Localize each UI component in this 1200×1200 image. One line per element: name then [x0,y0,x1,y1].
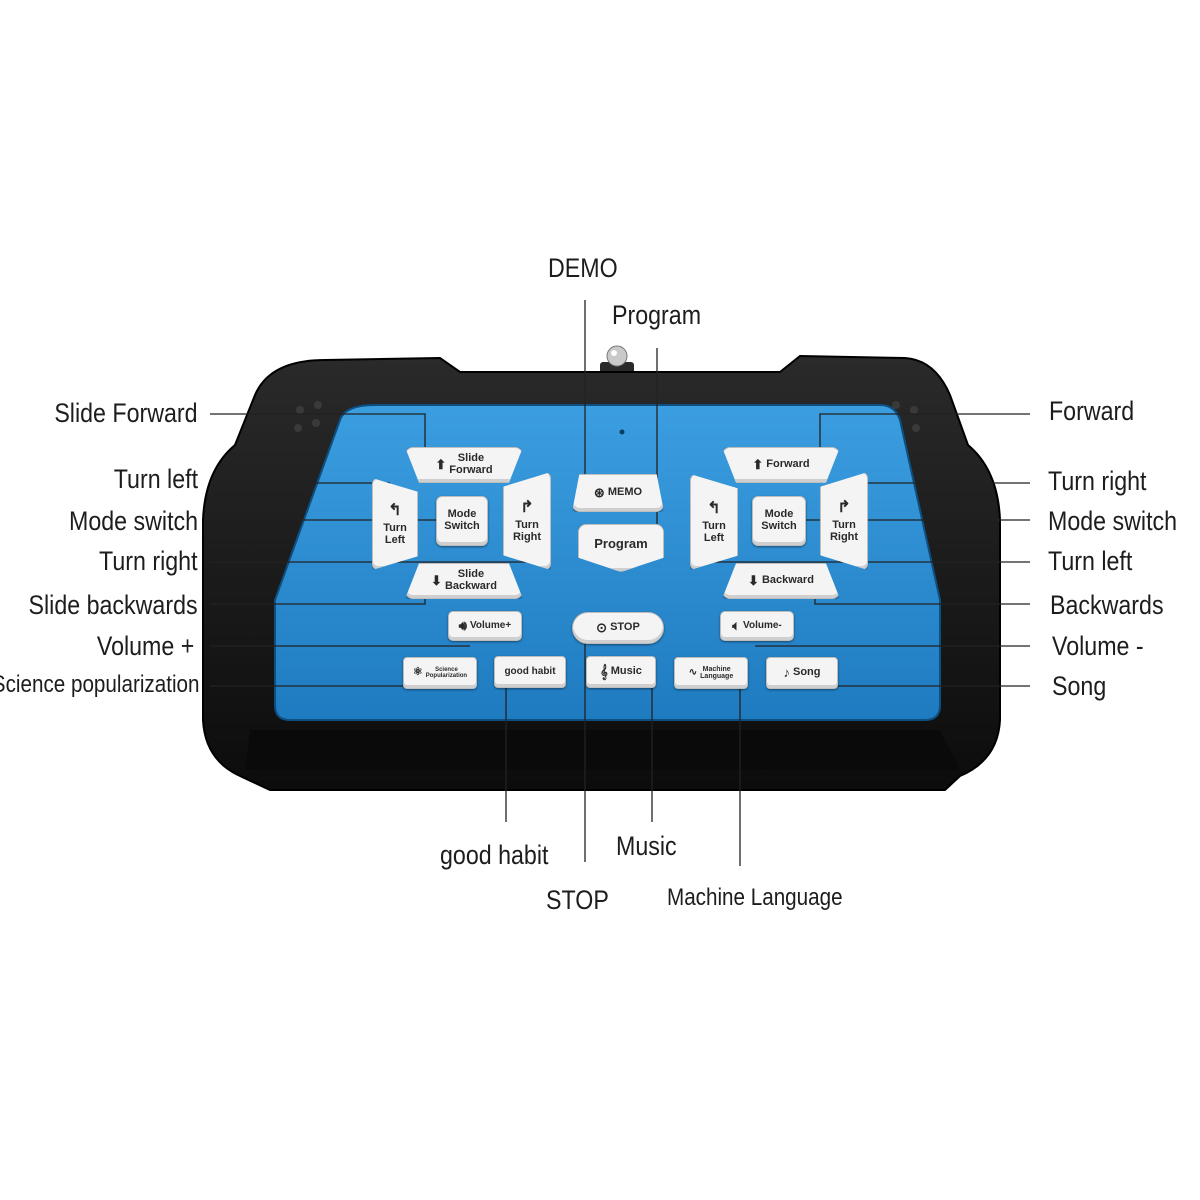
callout-turn-left-left: Turn left [113,464,198,494]
callout-mode-switch-left: Mode switch [68,506,198,536]
turn-right-button-left-pad[interactable]: ↱ Turn Right [503,472,551,570]
turn-left-arrow-icon: ↰ [707,500,721,518]
mode-switch-button-left-pad[interactable]: Mode Switch [436,496,488,546]
atom-icon: ⚛ [412,666,423,679]
callout-forward: Forward [1049,396,1135,426]
memo-button[interactable]: ⊛ MEMO [572,474,664,512]
callout-volume-minus: Volume - [1052,631,1144,661]
callout-slide-backwards: Slide backwards [28,590,198,620]
callout-volume-plus: Volume + [96,631,194,661]
good-habit-button[interactable]: good habit [494,656,566,688]
down-arrow-icon: ⬇ [431,573,442,589]
down-arrow-icon: ⬇ [748,573,759,589]
up-arrow-icon: ⬆ [752,457,764,473]
callout-music: Music [616,831,677,861]
memo-icon: ⊛ [593,485,605,501]
callout-good-habit: good habit [440,840,549,870]
turn-left-arrow-icon: ↰ [388,502,402,520]
stop-button[interactable]: ⊙ STOP [572,612,664,644]
callout-program: Program [612,300,702,330]
callout-turn-right-right: Turn right [1048,466,1147,496]
callout-turn-right-left: Turn right [99,546,198,576]
song-button[interactable]: ♪ Song [766,657,838,689]
stop-icon: ⊙ [596,620,608,636]
backward-button[interactable]: ⬇ Backward [722,563,840,599]
turn-right-button-right-pad[interactable]: ↱ Turn Right [820,472,868,570]
music-note-icon: 𝄞 [600,664,608,680]
wave-icon: ∿ [688,666,698,678]
turn-left-button-right-pad[interactable]: ↰ Turn Left [690,474,738,570]
volume-plus-button[interactable]: 🔊︎ Volume+ [448,611,522,641]
music-note-icon: ♪ [783,665,791,681]
callout-demo: DEMO [548,253,618,283]
mode-switch-button-right-pad[interactable]: Mode Switch [752,496,806,546]
turn-right-arrow-icon: ↱ [520,499,534,517]
forward-button[interactable]: ⬆ Forward [722,447,840,483]
callout-mode-switch-right: Mode switch [1048,506,1178,536]
callout-stop: STOP [546,885,609,915]
callout-science-popularization: Science popularization [0,671,199,698]
turn-right-arrow-icon: ↱ [837,499,851,517]
up-arrow-icon: ⬆ [435,457,447,473]
volume-minus-button[interactable]: 🔈︎ Volume- [720,611,794,641]
callout-turn-left-right: Turn left [1048,546,1133,576]
callout-machine-language: Machine Language [667,884,843,911]
speaker-icon: 🔊︎ [458,618,467,634]
turn-left-button-left-pad[interactable]: ↰ Turn Left [372,478,418,570]
music-button[interactable]: 𝄞 Music [586,656,656,688]
speaker-icon: 🔈︎ [732,618,741,634]
callout-slide-forward: Slide Forward [54,398,198,428]
callout-backwards: Backwards [1050,590,1164,620]
callout-song: Song [1052,671,1107,701]
